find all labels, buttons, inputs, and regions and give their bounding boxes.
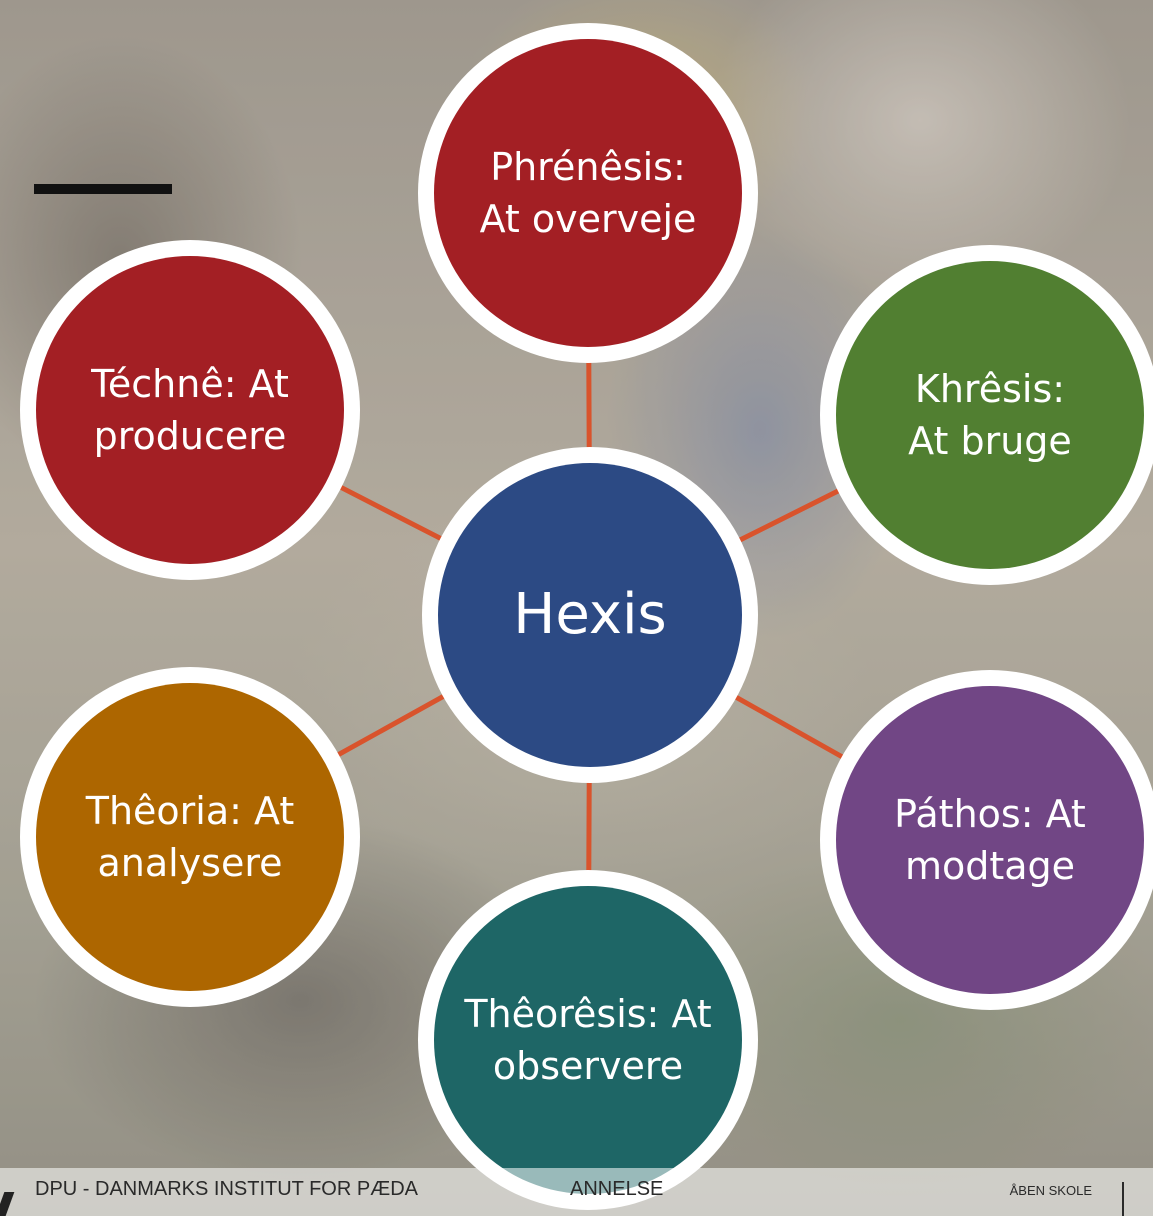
node-label-theoresis: Thêorêsis: At observere [464, 991, 712, 1088]
connector-techne [335, 483, 447, 543]
footer-bar [0, 1168, 1153, 1216]
footer-institution-text: DPU - DANMARKS INSTITUT FOR PÆDA [35, 1178, 418, 1200]
connectors [332, 356, 848, 877]
connector-khresis [734, 486, 845, 545]
footer-institution-tail: ANNELSE [570, 1178, 664, 1200]
nodes [20, 23, 1153, 1210]
node-label-theoria: Thêoria: At analysere [85, 788, 295, 885]
node-label-pathos: Páthos: At modtage [894, 791, 1086, 888]
node-label-center: Hexis [513, 582, 667, 648]
node-label-khresis: Khrêsis: At bruge [908, 366, 1072, 463]
node-center-hexis [438, 463, 742, 767]
node-label-phrenesis: Phrénêsis: At overveje [479, 144, 697, 241]
node-pathos [836, 686, 1144, 994]
connector-theoria [332, 692, 450, 759]
connector-pathos [730, 692, 848, 762]
footer-divider [1122, 1182, 1124, 1216]
accent-bar [34, 184, 172, 194]
node-theoria [36, 683, 344, 991]
footer-institution: DPU - DANMARKS INSTITUT FOR PÆDA ANNELSE [35, 1178, 663, 1201]
footer-event: ÅBEN SKOLE [1009, 1183, 1092, 1198]
node-phrenesis [434, 39, 742, 347]
node-khresis [836, 261, 1144, 569]
node-theoresis [434, 886, 742, 1194]
node-techne [36, 256, 344, 564]
node-label-techne: Téchnê: At producere [91, 361, 289, 458]
